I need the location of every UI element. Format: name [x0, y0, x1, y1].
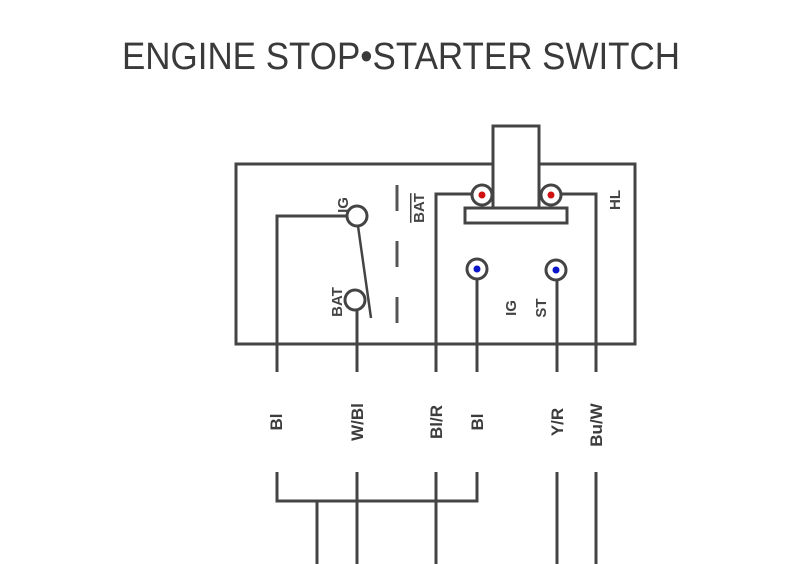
diagram-title: ENGINE STOP•STARTER SWITCH: [121, 36, 681, 78]
terminal-left-bat: [343, 288, 367, 312]
switch-plunger: [491, 124, 541, 208]
wire-label-bl-r: Bl/R: [427, 405, 446, 439]
label-bat-left: BAT: [329, 287, 346, 317]
label-bat-bar: BAT: [411, 193, 428, 223]
wire-label-bl-1: Bl: [267, 414, 286, 431]
switch-lever: [356, 225, 373, 319]
wire-label-bl-2: Bl: [468, 414, 487, 431]
label-st: ST: [533, 298, 550, 317]
wire-label-w-bl: W/Bl: [348, 403, 367, 441]
label-ig-left: IG: [335, 197, 352, 213]
label-hl: HL: [607, 190, 624, 210]
label-ig-right: IG: [503, 300, 520, 316]
terminal-upper-left: [470, 183, 494, 207]
contact-crossbar: [463, 206, 569, 225]
lower-harness: [275, 472, 598, 564]
wire-bu-w-path: [561, 192, 598, 372]
wire-label-bu-w: Bu/W: [587, 402, 606, 446]
terminal-ig: [465, 257, 489, 281]
wire-bl-1-path: [275, 214, 347, 372]
wire-bl-r-path: [434, 192, 472, 372]
terminal-st: [544, 258, 568, 282]
wire-label-y-r: Y/R: [548, 408, 567, 436]
terminal-upper-right: [539, 183, 563, 207]
